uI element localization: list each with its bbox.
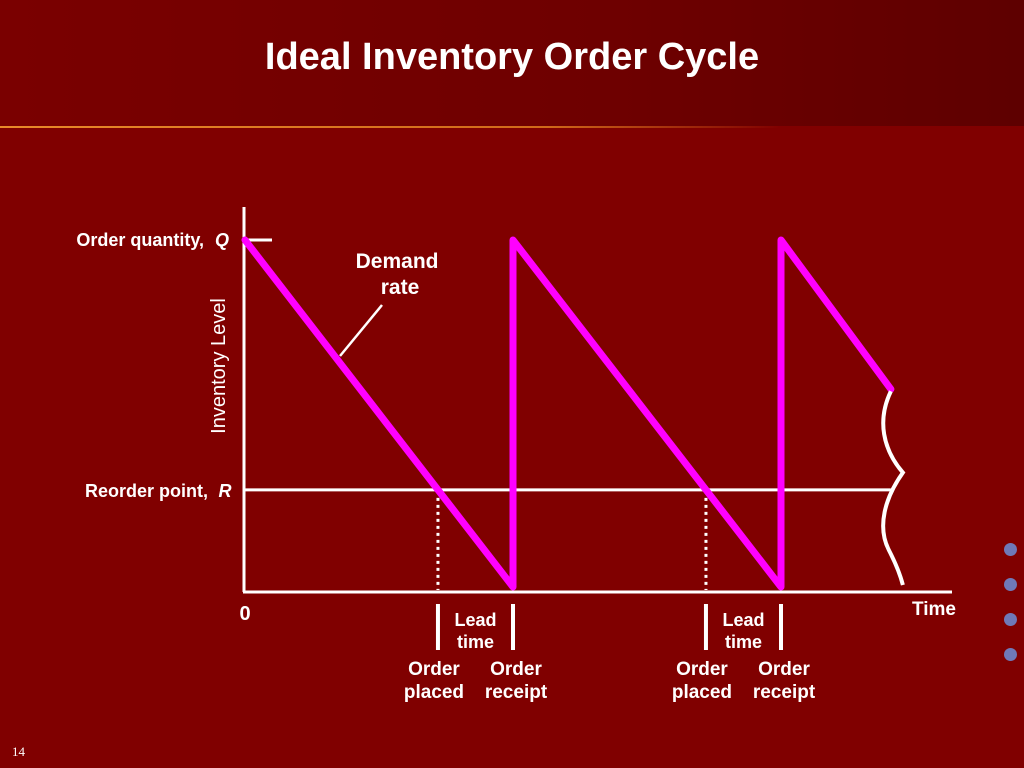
order-placed-label-2-line-1: Order	[676, 659, 728, 680]
demand-rate-pointer	[339, 304, 383, 357]
lead-time-label-2-line-1: Lead	[722, 610, 764, 630]
demand-rate-annotation: Demand rate	[356, 250, 445, 299]
x-origin-label: 0	[239, 603, 250, 625]
reorder-point-symbol: R	[219, 481, 232, 501]
demand-rate-line-2: rate	[381, 276, 420, 299]
order-receipt-label-2-line-1: Order	[758, 659, 810, 680]
header-accent-rule	[0, 126, 780, 128]
bullet-dot-2	[1004, 578, 1017, 591]
inventory-level-series	[241, 236, 895, 591]
bullet-dot-1	[1004, 543, 1017, 556]
order-receipt-label-2-line-2: receipt	[753, 682, 816, 703]
x-axis-label: Time	[912, 599, 956, 620]
lead-time-label-1-line-2: time	[457, 632, 494, 652]
y-axis-label: Inventory Level	[208, 298, 230, 434]
slide-number: 14	[12, 744, 25, 759]
order-receipt-label-1-line-1: Order	[490, 659, 542, 680]
order-placed-label-2-line-2: placed	[672, 682, 732, 703]
order-placed-label-1-line-1: Order	[408, 659, 460, 680]
bullet-dot-3	[1004, 613, 1017, 626]
order-quantity-text: Order quantity,	[76, 230, 204, 250]
order-receipt-label-1-line-2: receipt	[485, 682, 548, 703]
order-placed-label-1-line-2: placed	[404, 682, 464, 703]
slide-header	[0, 0, 1024, 126]
bullet-dot-4	[1004, 648, 1017, 661]
page-title: Ideal Inventory Order Cycle	[264, 36, 760, 78]
order-quantity-label: Order quantity,	[76, 230, 204, 250]
reorder-point-label: Reorder point,	[85, 481, 208, 501]
lead-time-label-2-line-2: time	[725, 632, 762, 652]
axis-break-wave	[881, 390, 906, 586]
order-quantity-symbol: Q	[215, 230, 229, 250]
lead-time-label-1-line-1: Lead	[454, 610, 496, 630]
demand-rate-line-1: Demand	[356, 250, 439, 273]
